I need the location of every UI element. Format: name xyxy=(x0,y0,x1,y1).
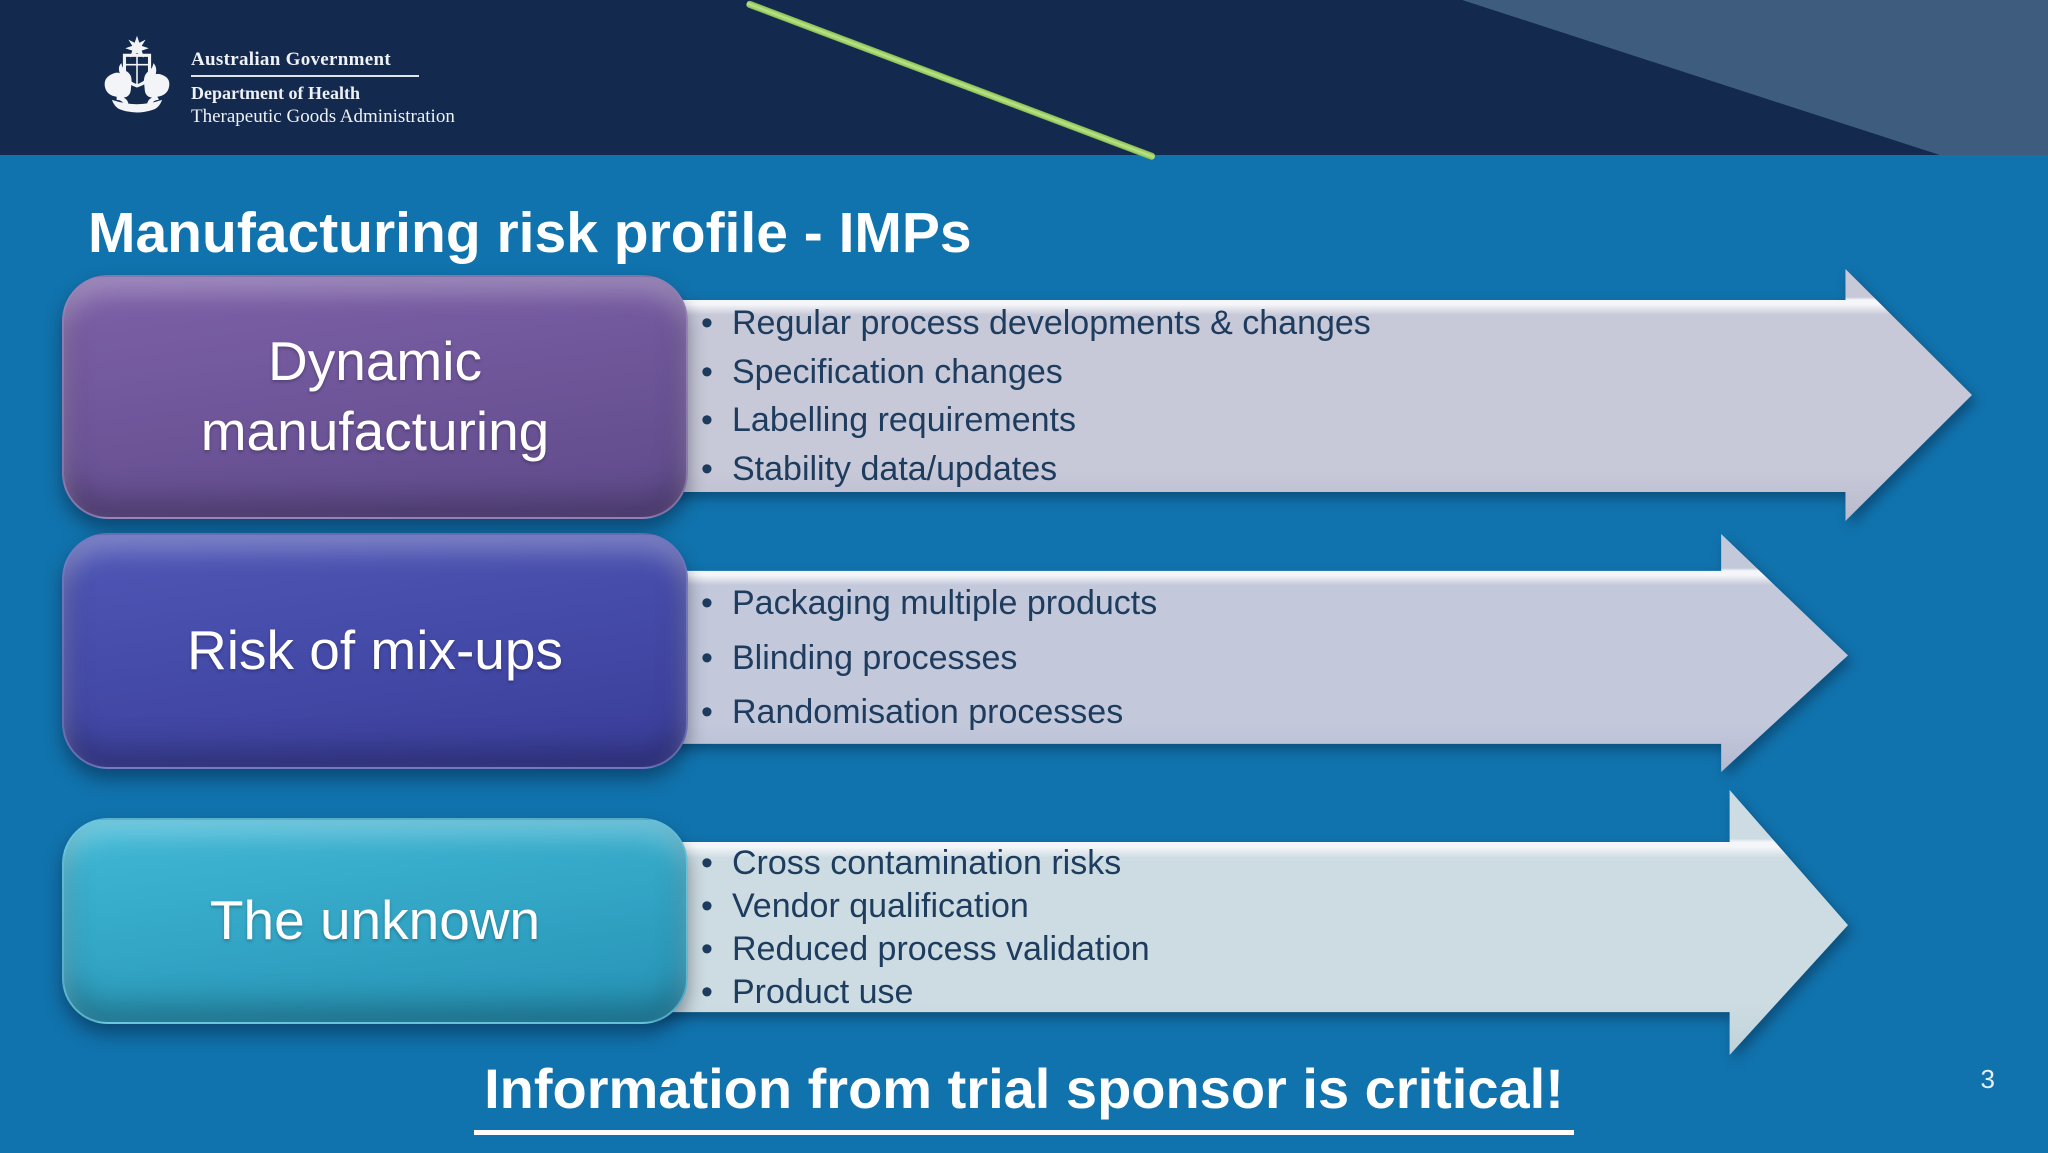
divider-line xyxy=(191,75,419,77)
risk-box-label: Risk of mix-ups xyxy=(187,619,563,682)
bullet-item: Specification changes xyxy=(696,349,1816,395)
risk-box-dynamic-manufacturing: Dynamic manufacturing xyxy=(62,275,688,519)
org-department-label: Department of Health xyxy=(191,83,360,103)
org-government-label: Australian Government xyxy=(191,49,391,70)
crest-wreath xyxy=(111,99,163,113)
bullet-item: Packaging multiple products xyxy=(696,580,1696,626)
risk-box-mix-ups: Risk of mix-ups xyxy=(62,533,688,769)
bullet-item: Reduced process validation xyxy=(696,928,1696,971)
bullet-item: Randomisation processes xyxy=(696,689,1696,735)
slide-title: Manufacturing risk profile - IMPs xyxy=(88,201,972,265)
footer-banner-text: Information from trial sponsor is critic… xyxy=(474,1056,1574,1135)
bullet-item: Labelling requirements xyxy=(696,397,1816,443)
page-number: 3 xyxy=(1980,1064,1995,1094)
crest-star xyxy=(125,35,149,58)
crest-emu xyxy=(143,63,170,106)
risk-box-unknown: The unknown xyxy=(62,818,688,1024)
bullet-item: Cross contamination risks xyxy=(696,842,1696,885)
bullet-list-3: Cross contamination risksVendor qualific… xyxy=(696,842,1696,1014)
bullet-item: Vendor qualification xyxy=(696,885,1696,928)
header-banner: Australian Government Department of Heal… xyxy=(0,0,2048,161)
crest-shield-cross xyxy=(124,55,150,86)
bullet-item: Blinding processes xyxy=(696,635,1696,681)
bullet-list-1: Regular process developments & changesSp… xyxy=(696,300,1816,492)
bullet-item: Regular process developments & changes xyxy=(696,300,1816,346)
bullet-list-2: Packaging multiple productsBlinding proc… xyxy=(696,571,1696,744)
risk-box-label: The unknown xyxy=(209,889,541,952)
org-identity-block: Australian Government Department of Heal… xyxy=(191,49,455,127)
coat-of-arms-icon xyxy=(104,35,170,113)
accent-line xyxy=(745,0,1156,161)
bullet-item: Product use xyxy=(696,971,1696,1014)
footer-banner: Information from trial sponsor is critic… xyxy=(0,1056,2048,1135)
corner-decoration xyxy=(1462,0,2048,155)
bullet-item: Stability data/updates xyxy=(696,446,1816,492)
org-agency-label: Therapeutic Goods Administration xyxy=(191,106,455,127)
risk-box-label: Dynamic manufacturing xyxy=(200,330,550,462)
crest-kangaroo xyxy=(104,63,132,106)
